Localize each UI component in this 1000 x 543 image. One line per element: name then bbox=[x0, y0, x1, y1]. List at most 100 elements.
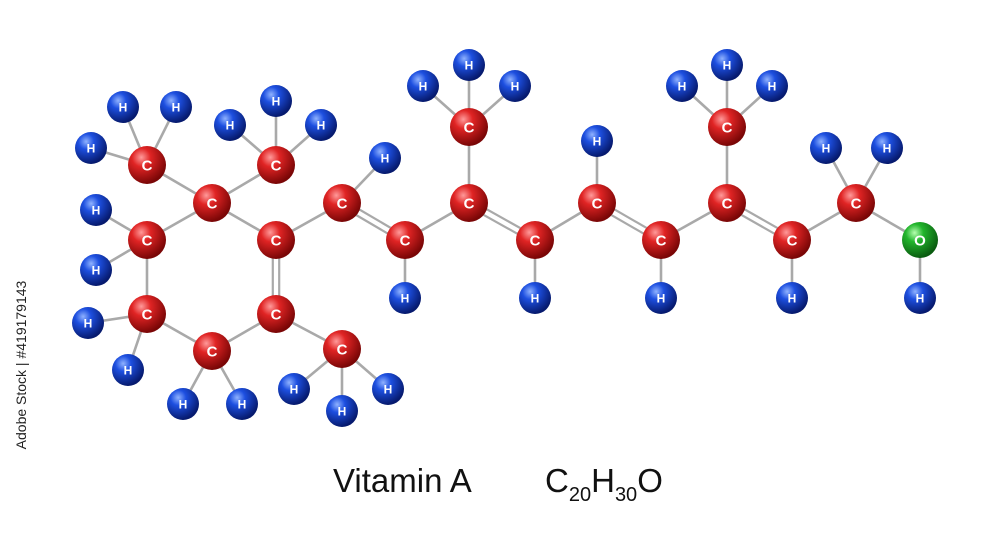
carbon-atom: C bbox=[516, 221, 554, 259]
hydrogen-sphere bbox=[810, 132, 842, 164]
carbon-sphere bbox=[450, 184, 488, 222]
hydrogen-atom: H bbox=[519, 282, 551, 314]
hydrogen-label: H bbox=[531, 291, 540, 305]
hydrogen-sphere bbox=[72, 307, 104, 339]
carbon-atom: C bbox=[708, 184, 746, 222]
hydrogen-label: H bbox=[788, 291, 797, 305]
carbon-atom: C bbox=[257, 221, 295, 259]
hydrogen-atom: H bbox=[326, 395, 358, 427]
hydrogen-atom: H bbox=[453, 49, 485, 81]
carbon-label: C bbox=[722, 119, 733, 136]
oxygen-label: O bbox=[914, 232, 926, 249]
hydrogen-atom: H bbox=[711, 49, 743, 81]
hydrogen-atom: H bbox=[581, 125, 613, 157]
hydrogen-sphere bbox=[160, 91, 192, 123]
hydrogen-label: H bbox=[87, 141, 96, 155]
hydrogen-sphere bbox=[305, 109, 337, 141]
carbon-sphere bbox=[708, 108, 746, 146]
carbon-sphere bbox=[257, 295, 295, 333]
hydrogen-atom: H bbox=[407, 70, 439, 102]
hydrogen-label: H bbox=[92, 263, 101, 277]
hydrogen-label: H bbox=[172, 100, 181, 114]
formula-h: H bbox=[591, 462, 615, 499]
hydrogen-atom: H bbox=[260, 85, 292, 117]
hydrogen-sphere bbox=[871, 132, 903, 164]
carbon-atom: C bbox=[323, 184, 361, 222]
carbon-atom: C bbox=[450, 108, 488, 146]
carbon-label: C bbox=[464, 195, 475, 212]
hydrogen-label: H bbox=[593, 134, 602, 148]
carbon-atom: C bbox=[708, 108, 746, 146]
hydrogen-label: H bbox=[678, 79, 687, 93]
hydrogen-atom: H bbox=[226, 388, 258, 420]
carbon-atom: C bbox=[578, 184, 616, 222]
carbon-sphere bbox=[323, 330, 361, 368]
hydrogen-atom: H bbox=[810, 132, 842, 164]
carbon-atom: C bbox=[450, 184, 488, 222]
hydrogen-label: H bbox=[723, 58, 732, 72]
molecule-name: Vitamin A bbox=[333, 462, 472, 499]
carbon-atom: C bbox=[128, 221, 166, 259]
hydrogen-atom: H bbox=[645, 282, 677, 314]
hydrogen-sphere bbox=[226, 388, 258, 420]
hydrogen-sphere bbox=[369, 142, 401, 174]
carbon-atom: C bbox=[128, 146, 166, 184]
hydrogen-sphere bbox=[260, 85, 292, 117]
hydrogen-atom: H bbox=[72, 307, 104, 339]
hydrogen-label: H bbox=[317, 118, 326, 132]
hydrogen-sphere bbox=[711, 49, 743, 81]
carbon-sphere bbox=[578, 184, 616, 222]
hydrogen-atom: H bbox=[305, 109, 337, 141]
hydrogen-label: H bbox=[401, 291, 410, 305]
carbon-label: C bbox=[142, 306, 153, 323]
hydrogen-label: H bbox=[419, 79, 428, 93]
hydrogen-atom: H bbox=[369, 142, 401, 174]
carbon-label: C bbox=[530, 232, 541, 249]
hydrogen-label: H bbox=[916, 291, 925, 305]
hydrogen-atom: H bbox=[75, 132, 107, 164]
hydrogen-atom: H bbox=[167, 388, 199, 420]
hydrogen-sphere bbox=[519, 282, 551, 314]
carbon-sphere bbox=[193, 332, 231, 370]
carbon-label: C bbox=[271, 157, 282, 174]
hydrogen-label: H bbox=[511, 79, 520, 93]
hydrogen-atom: H bbox=[666, 70, 698, 102]
hydrogen-atom: H bbox=[871, 132, 903, 164]
carbon-sphere bbox=[128, 295, 166, 333]
hydrogen-label: H bbox=[384, 382, 393, 396]
hydrogen-label: H bbox=[768, 79, 777, 93]
carbon-sphere bbox=[193, 184, 231, 222]
carbon-sphere bbox=[642, 221, 680, 259]
carbon-label: C bbox=[464, 119, 475, 136]
carbon-atom: C bbox=[193, 332, 231, 370]
carbon-label: C bbox=[787, 232, 798, 249]
hydrogen-label: H bbox=[465, 58, 474, 72]
hydrogen-sphere bbox=[389, 282, 421, 314]
carbon-atom: C bbox=[128, 295, 166, 333]
carbon-label: C bbox=[337, 195, 348, 212]
carbon-sphere bbox=[128, 221, 166, 259]
hydrogen-sphere bbox=[581, 125, 613, 157]
carbon-sphere bbox=[323, 184, 361, 222]
hydrogen-atom: H bbox=[756, 70, 788, 102]
hydrogen-sphere bbox=[278, 373, 310, 405]
carbon-sphere bbox=[708, 184, 746, 222]
hydrogen-atom: H bbox=[160, 91, 192, 123]
carbon-sphere bbox=[450, 108, 488, 146]
hydrogen-sphere bbox=[214, 109, 246, 141]
carbon-sphere bbox=[773, 221, 811, 259]
carbon-label: C bbox=[722, 195, 733, 212]
hydrogen-atom: H bbox=[80, 254, 112, 286]
hydrogen-sphere bbox=[407, 70, 439, 102]
hydrogen-label: H bbox=[883, 141, 892, 155]
hydrogen-label: H bbox=[124, 363, 133, 377]
carbon-atom: C bbox=[773, 221, 811, 259]
hydrogen-sphere bbox=[666, 70, 698, 102]
carbon-label: C bbox=[400, 232, 411, 249]
carbon-sphere bbox=[516, 221, 554, 259]
hydrogen-label: H bbox=[338, 404, 347, 418]
hydrogen-label: H bbox=[84, 316, 93, 330]
carbon-label: C bbox=[271, 306, 282, 323]
hydrogen-label: H bbox=[290, 382, 299, 396]
